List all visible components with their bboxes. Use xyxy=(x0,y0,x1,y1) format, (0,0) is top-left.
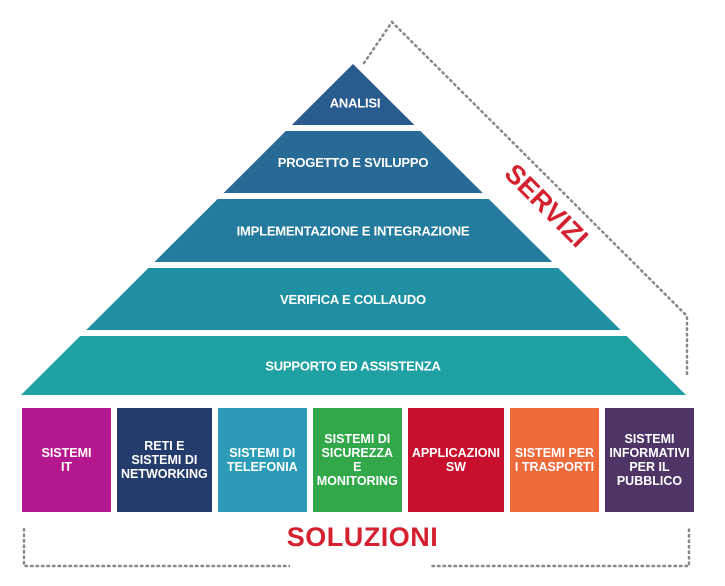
pyramid-tier-4 xyxy=(86,268,621,330)
pyramid-tier-5 xyxy=(21,336,686,395)
pyramid-tier-5-label: SUPPORTO ED ASSISTENZA xyxy=(265,359,441,374)
solution-box-5: APPLICAZIONI SW xyxy=(407,408,505,512)
pyramid-tier-1-label: ANALISI xyxy=(330,96,381,111)
solution-box-3: SISTEMI DI TELEFONIA xyxy=(217,408,307,512)
pyramid-tier-1 xyxy=(291,64,415,125)
solution-box-7: SISTEMI INFORMATIVI PER IL PUBBLICO xyxy=(605,408,694,512)
solution-box-4: SISTEMI DI SICUREZZA E MONITORING xyxy=(312,408,402,512)
pyramid-tiers: ANALISI PROGETTO E SVILUPPO IMPLEMENTAZION… xyxy=(21,64,686,395)
pyramid-tier-2 xyxy=(223,131,483,193)
pyramid-tier-3 xyxy=(154,199,553,262)
pyramid-tier-2-label: PROGETTO E SVILUPPO xyxy=(278,155,429,170)
solution-box-2: RETI E SISTEMI DI NETWORKING xyxy=(116,408,212,512)
soluzioni-label-backdrop xyxy=(290,556,430,576)
servizi-dotted-bracket xyxy=(362,20,689,378)
solution-box-1: SISTEMI IT xyxy=(22,408,111,512)
soluzioni-label: SOLUZIONI xyxy=(286,522,439,552)
pyramid-tier-4-label: VERIFICA E COLLAUDO xyxy=(280,292,426,307)
pyramid-tier-3-label: IMPLEMENTAZIONE E INTEGRAZIONE xyxy=(237,224,470,239)
solution-box-6: SISTEMI PER I TRASPORTI xyxy=(510,408,599,512)
